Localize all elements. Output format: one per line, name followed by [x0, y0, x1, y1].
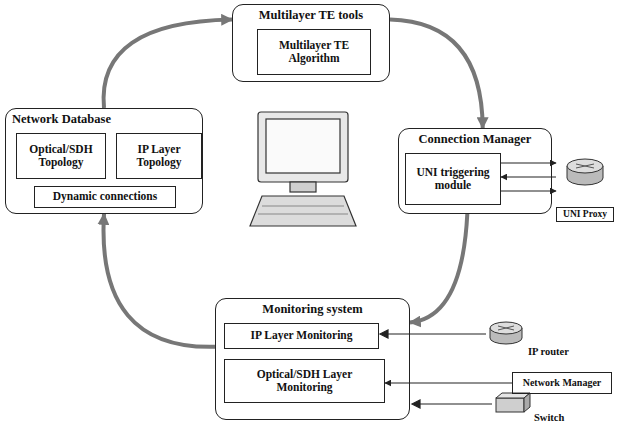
box-label: Network Manager	[519, 375, 606, 391]
topology-box: Optical/SDH Topology	[16, 133, 106, 179]
switch-icon	[496, 393, 530, 412]
group-heading: Connection Manager	[405, 132, 545, 146]
box-label: Multilayer TE Algorithm	[258, 37, 370, 67]
cycle-arrow	[103, 214, 215, 347]
monitoring-group-box: Monitoring system IP Layer MonitoringOpti…	[215, 298, 410, 420]
signal-arrow	[501, 162, 556, 163]
manager-box: Network Manager	[512, 372, 612, 394]
box-label: Optical/SDH Layer Monitoring	[225, 366, 384, 396]
source-arrows	[380, 330, 492, 408]
signal-arrow	[385, 382, 512, 383]
group-heading: Multilayer TE tools	[239, 8, 383, 22]
manager-group-box: Connection ManagerUNI triggering module	[398, 128, 552, 214]
tool-group-box: Multilayer TE toolsMultilayer TE Algorit…	[232, 4, 390, 82]
box-label: IP Layer Topology	[117, 141, 201, 171]
group-heading: Network Database	[12, 112, 196, 126]
monitoring-box: Optical/SDH Layer Monitoring	[224, 359, 385, 403]
box-label: UNI triggering module	[406, 164, 500, 194]
monitoring-box: IP Layer Monitoring	[224, 323, 379, 349]
device-label: IP router	[528, 346, 569, 357]
algorithm-box: Multilayer TE Algorithm	[257, 29, 371, 75]
cycle-arrow	[390, 20, 483, 128]
box-label: Optical/SDH Topology	[17, 141, 105, 171]
signal-arrow	[501, 176, 556, 177]
router-icon	[556, 152, 614, 192]
group-heading: Monitoring system	[222, 302, 403, 316]
box-label: IP Layer Monitoring	[246, 327, 356, 344]
proxy-device: UNI Proxy	[556, 148, 614, 222]
box-label: UNI Proxy	[556, 207, 614, 222]
cycle-arrow	[410, 214, 467, 322]
signal-arrow	[501, 190, 556, 191]
router-icon	[490, 322, 522, 344]
module-box: UNI triggering module	[405, 153, 501, 205]
box-label: Dynamic connections	[49, 188, 161, 205]
computer-icon	[250, 112, 356, 226]
connections-box: Dynamic connections	[34, 186, 176, 208]
cycle-arrow	[104, 20, 232, 108]
topology-box: IP Layer Topology	[116, 133, 202, 179]
device-label: Switch	[534, 412, 564, 423]
database-group-box: Network DatabaseOptical/SDH Topology IP L…	[5, 108, 203, 214]
